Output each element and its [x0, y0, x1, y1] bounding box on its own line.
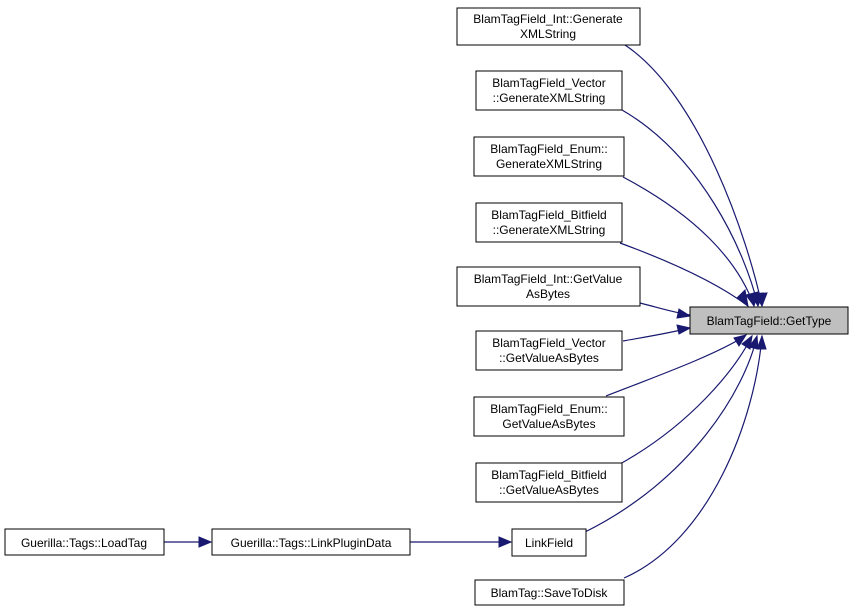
node-int-get-value-as-bytes[interactable]: BlamTagField_Int::GetValue AsBytes	[456, 266, 641, 307]
node-enum-generate-xml-string[interactable]: BlamTagField_Enum:: GenerateXMLString	[473, 136, 625, 177]
arrowhead-icon	[676, 308, 692, 319]
arrowhead-icon	[198, 536, 213, 548]
edge-vec-gen-to-get-type	[621, 109, 759, 307]
node-label-line-1: BlamTagField_Enum::	[490, 142, 607, 156]
node-label-line-1: BlamTagField_Vector	[492, 76, 605, 90]
arrowhead-icon	[498, 536, 513, 548]
node-label-line-1: BlamTagField_Int::Generate	[473, 12, 623, 26]
node-label: BlamTag::SaveToDisk	[491, 586, 609, 600]
nodes: BlamTagField::GetType BlamTagField_Int::…	[4, 7, 849, 606]
arrowhead-icon	[733, 334, 748, 347]
node-label: Guerilla::Tags::LoadTag	[21, 536, 147, 550]
node-blam-tag-save-to-disk[interactable]: BlamTag::SaveToDisk	[474, 579, 625, 606]
node-label-line-2: ::GetValueAsBytes	[499, 483, 599, 497]
node-label: Guerilla::Tags::LinkPluginData	[231, 536, 392, 550]
node-label-line-1: BlamTagField_Enum::	[490, 402, 607, 416]
arrowhead-icon	[676, 324, 692, 335]
edges	[164, 44, 768, 579]
node-label-line-2: ::GenerateXMLString	[493, 91, 606, 105]
node-label-line-2: XMLString	[520, 27, 576, 41]
node-label-line-2: ::GenerateXMLString	[493, 223, 606, 237]
node-vector-get-value-as-bytes[interactable]: BlamTagField_Vector ::GetValueAsBytes	[475, 330, 623, 371]
node-vector-generate-xml-string[interactable]: BlamTagField_Vector ::GenerateXMLString	[475, 70, 623, 111]
node-int-generate-xml-string[interactable]: BlamTagField_Int::Generate XMLString	[456, 7, 641, 46]
edge-int-gen-to-get-type	[624, 44, 763, 307]
node-guerilla-load-tag[interactable]: Guerilla::Tags::LoadTag	[4, 528, 165, 556]
node-label-line-2: GenerateXMLString	[496, 157, 602, 171]
arrowhead-icon	[756, 334, 767, 350]
node-label-line-2: GetValueAsBytes	[502, 417, 595, 431]
arrowhead-icon	[736, 288, 749, 308]
edge-save-disk-to-get-type	[623, 335, 763, 579]
arrowhead-icon	[748, 334, 759, 350]
node-label-line-2: ::GetValueAsBytes	[499, 351, 599, 365]
node-label-line-1: BlamTagField_Bitfield	[491, 468, 606, 482]
node-link-field[interactable]: LinkField	[511, 528, 587, 557]
node-label-line-1: BlamTagField_Vector	[492, 336, 605, 350]
node-guerilla-link-plugin-data[interactable]: Guerilla::Tags::LinkPluginData	[211, 528, 411, 556]
node-blam-tag-field-get-type[interactable]: BlamTagField::GetType	[689, 306, 849, 335]
edge-bit-bytes-to-get-type	[619, 335, 753, 465]
arrowhead-icon	[745, 291, 759, 308]
node-label-line-2: AsBytes	[526, 287, 570, 301]
edge-link-field-to-get-type	[584, 335, 758, 533]
edge-enum-bytes-to-get-type	[605, 335, 746, 397]
node-enum-get-value-as-bytes[interactable]: BlamTagField_Enum:: GetValueAsBytes	[473, 396, 625, 437]
node-label: LinkField	[525, 536, 573, 550]
node-bitfield-generate-xml-string[interactable]: BlamTagField_Bitfield ::GenerateXMLStrin…	[475, 202, 623, 243]
edge-enum-gen-to-get-type	[622, 176, 755, 307]
node-label: BlamTagField::GetType	[707, 314, 832, 328]
node-bitfield-get-value-as-bytes[interactable]: BlamTagField_Bitfield ::GetValueAsBytes	[475, 462, 623, 503]
node-label-line-1: BlamTagField_Bitfield	[491, 208, 606, 222]
node-label-line-1: BlamTagField_Int::GetValue	[474, 272, 623, 286]
